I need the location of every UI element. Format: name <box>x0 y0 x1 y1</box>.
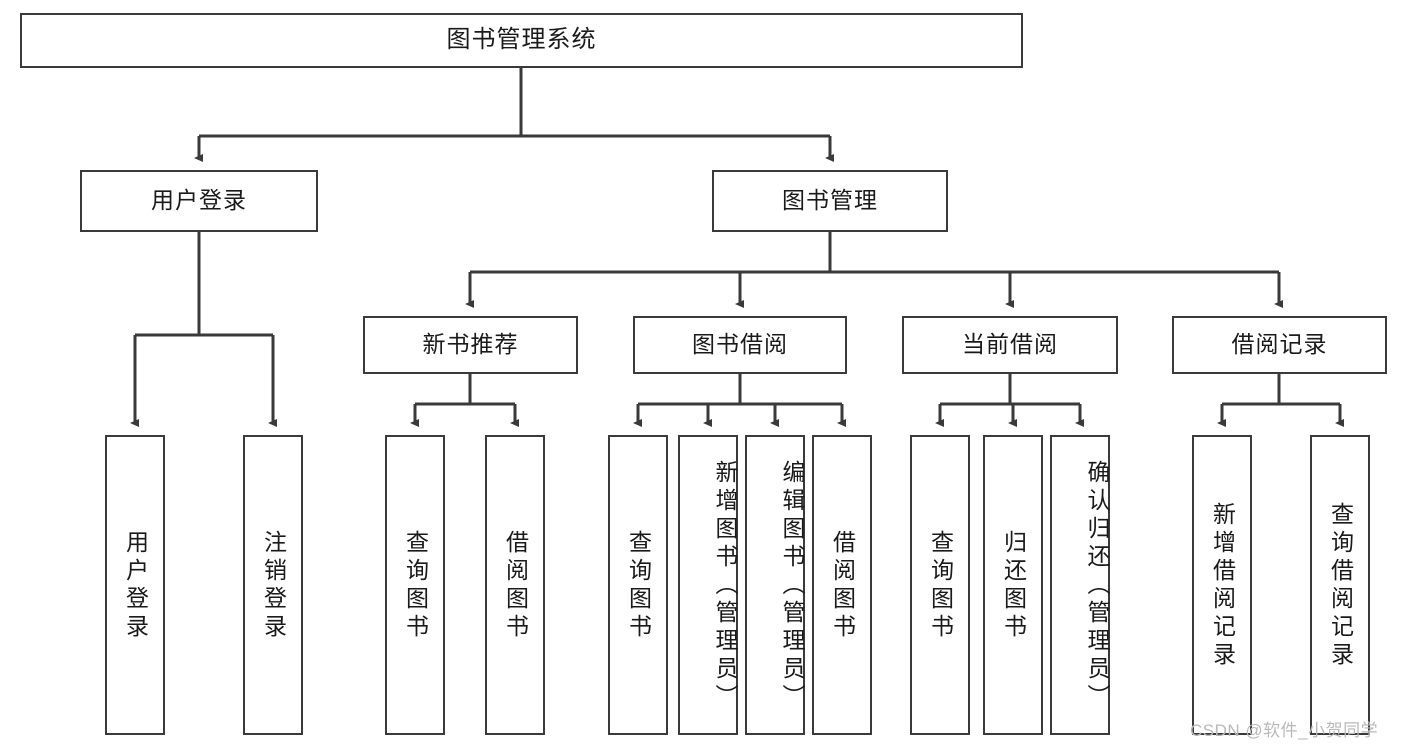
node-root-system[interactable]: 图书管理系统 <box>20 13 1023 68</box>
edges-currentborrow-to-leaves <box>935 374 1084 427</box>
leaf-node-return-book[interactable]: 归还图书 <box>983 435 1043 735</box>
edges-borrowrecord-to-leaves <box>1217 374 1344 427</box>
csdn-watermark: CSDN @软件_小贺同学 <box>1190 721 1379 740</box>
leaf-node-edit-book-admin[interactable]: 编辑图书（管理员） <box>745 435 805 735</box>
leaf-node-query-borrow-record[interactable]: 查询借阅记录 <box>1310 435 1370 735</box>
edges-userlogin-to-leaves <box>130 232 277 427</box>
leaf-node-query-book-recommend[interactable]: 查询图书 <box>385 435 445 735</box>
leaf-node-add-book-admin[interactable]: 新增图书（管理员） <box>678 435 738 735</box>
leaf-node-query-book-borrow[interactable]: 查询图书 <box>608 435 668 735</box>
leaf-node-add-borrow-record[interactable]: 新增借阅记录 <box>1192 435 1252 735</box>
leaf-node-borrow-book-borrow[interactable]: 借阅图书 <box>812 435 872 735</box>
node-book-borrow[interactable]: 图书借阅 <box>633 316 847 374</box>
leaf-node-user-login[interactable]: 用户登录 <box>105 435 165 735</box>
node-current-borrow[interactable]: 当前借阅 <box>902 316 1118 374</box>
leaf-node-borrow-book-recommend[interactable]: 借阅图书 <box>485 435 545 735</box>
node-user-login[interactable]: 用户登录 <box>80 170 318 232</box>
edges-root-to-level1 <box>194 68 834 162</box>
leaf-node-confirm-return-admin[interactable]: 确认归还（管理员） <box>1050 435 1110 735</box>
node-new-book-recommend[interactable]: 新书推荐 <box>363 316 578 374</box>
edges-bookmanage-to-level2 <box>465 232 1283 308</box>
node-borrow-record[interactable]: 借阅记录 <box>1172 316 1387 374</box>
edges-bookborrow-to-leaves <box>633 374 846 427</box>
edges-newbook-to-leaves <box>410 374 519 427</box>
leaf-node-query-book-current[interactable]: 查询图书 <box>910 435 970 735</box>
node-book-manage[interactable]: 图书管理 <box>712 170 948 232</box>
leaf-node-logout-login[interactable]: 注销登录 <box>243 435 303 735</box>
